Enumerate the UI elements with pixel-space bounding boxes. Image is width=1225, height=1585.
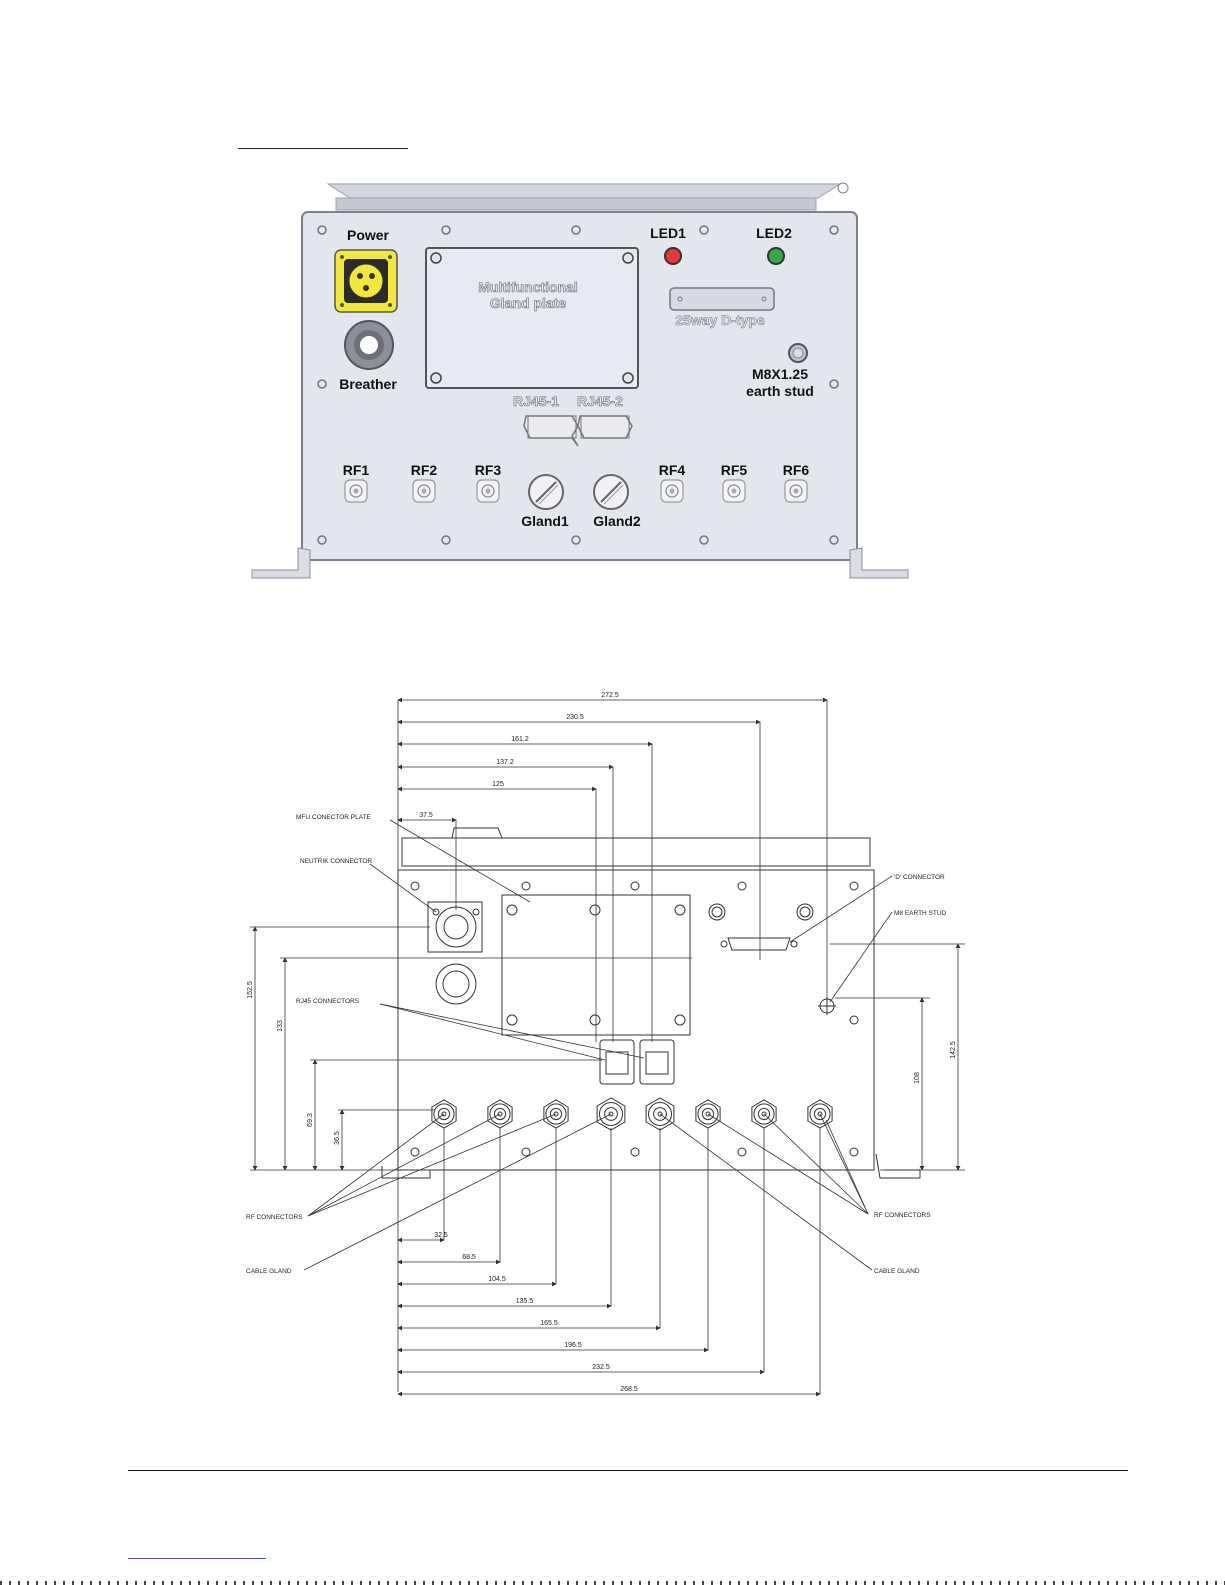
dim-125: 125 — [492, 781, 504, 788]
led1-label: LED1 — [650, 225, 686, 241]
gland2 — [593, 474, 629, 510]
led1-indicator — [664, 247, 682, 265]
callout-gland-left: CABLE GLAND — [246, 1268, 292, 1275]
gland-plate-label-line1: Multifunctional — [478, 279, 578, 295]
rj45-1-label: RJ45-1 — [513, 393, 559, 409]
callout-rj45: RJ45 CONNECTORS — [296, 998, 360, 1005]
rf-label-1: RF1 — [343, 462, 370, 478]
dtype-label: 25way D-type — [675, 312, 765, 328]
dim-bottom-2: 68.5 — [462, 1254, 476, 1261]
rf-connector-4 — [660, 479, 684, 503]
dim-bottom-5: 165.5 — [540, 1320, 558, 1327]
power-connector — [334, 249, 398, 313]
callout-mfu-plate: MFU CONECTOR PLATE — [296, 814, 372, 821]
rf-label-6: RF6 — [783, 462, 810, 478]
gland-plate-label-line2: Gland plate — [490, 295, 566, 311]
dimension-drawing: 272.5 230.5 161.2 137.2 125 37.5 152.5 1… — [246, 692, 965, 1397]
power-label: Power — [347, 227, 390, 243]
dim-69-3: 69.3 — [307, 1113, 314, 1127]
led2-label: LED2 — [756, 225, 792, 241]
dim-133: 133 — [277, 1020, 284, 1032]
rf-label-2: RF2 — [411, 462, 438, 478]
rf-connector-3 — [476, 479, 500, 503]
rf-connector-6 — [784, 479, 808, 503]
dim-bottom-6: 196.5 — [564, 1342, 582, 1349]
gland1-label: Gland1 — [521, 513, 569, 529]
section-heading-underline — [238, 148, 408, 149]
earth-stud-label-line1: M8X1.25 — [752, 366, 808, 382]
gland-plate — [425, 247, 639, 389]
dim-272-5: 272.5 — [601, 692, 619, 699]
dim-bottom-7: 232.5 — [592, 1364, 610, 1371]
dtype-connector — [669, 287, 775, 311]
earth-stud — [788, 343, 808, 363]
callout-rf-right: RF CONNECTORS — [874, 1212, 931, 1219]
dim-161-2: 161.2 — [511, 736, 529, 743]
callout-rf-left: RF CONNECTORS — [246, 1214, 303, 1221]
breather-vent — [344, 320, 394, 370]
dim-137-2: 137.2 — [496, 759, 514, 766]
callout-gland-right: CABLE GLAND — [874, 1268, 920, 1275]
dim-230-5: 230.5 — [566, 714, 584, 721]
gland2-label: Gland2 — [593, 513, 641, 529]
dim-152-5: 152.5 — [247, 981, 254, 999]
rf-connector-5 — [722, 479, 746, 503]
dim-bottom-8: 268.5 — [620, 1386, 638, 1393]
front-panel-diagram: Power Breather Multifunctional Gland pla… — [251, 182, 909, 579]
dim-142-5: 142.5 — [950, 1041, 957, 1059]
callout-earth-stud: M8 EARTH STUD — [894, 910, 947, 917]
led2-indicator — [767, 247, 785, 265]
footer-dotted-edge — [0, 1581, 1225, 1585]
breather-label: Breather — [339, 376, 397, 392]
footer-rule — [128, 1470, 1128, 1471]
rj45-1-port — [523, 415, 579, 447]
callout-neutrik: NEUTRIK CONNECTOR — [300, 858, 372, 865]
gland1 — [528, 474, 564, 510]
rf-connector-2 — [412, 479, 436, 503]
rf-label-3: RF3 — [475, 462, 502, 478]
footer-link-underline — [128, 1558, 266, 1559]
earth-stud-label-line2: earth stud — [746, 383, 814, 399]
dim-36-5: 36.5 — [334, 1131, 341, 1145]
dim-bottom-3: 104.5 — [488, 1276, 506, 1283]
callout-d-connector: 'D' CONNECTOR — [894, 874, 945, 881]
enclosure-outline — [397, 869, 875, 1171]
rj45-2-port — [577, 415, 633, 439]
dim-bottom-4: 135.5 — [516, 1298, 534, 1305]
rf-connector-1 — [344, 479, 368, 503]
rf-label-4: RF4 — [659, 462, 686, 478]
dim-37-5: 37.5 — [419, 812, 433, 819]
dim-bottom-1: 32.5 — [434, 1232, 448, 1239]
rj45-2-label: RJ45-2 — [577, 393, 623, 409]
rf-label-5: RF5 — [721, 462, 748, 478]
dim-108: 108 — [914, 1072, 921, 1084]
